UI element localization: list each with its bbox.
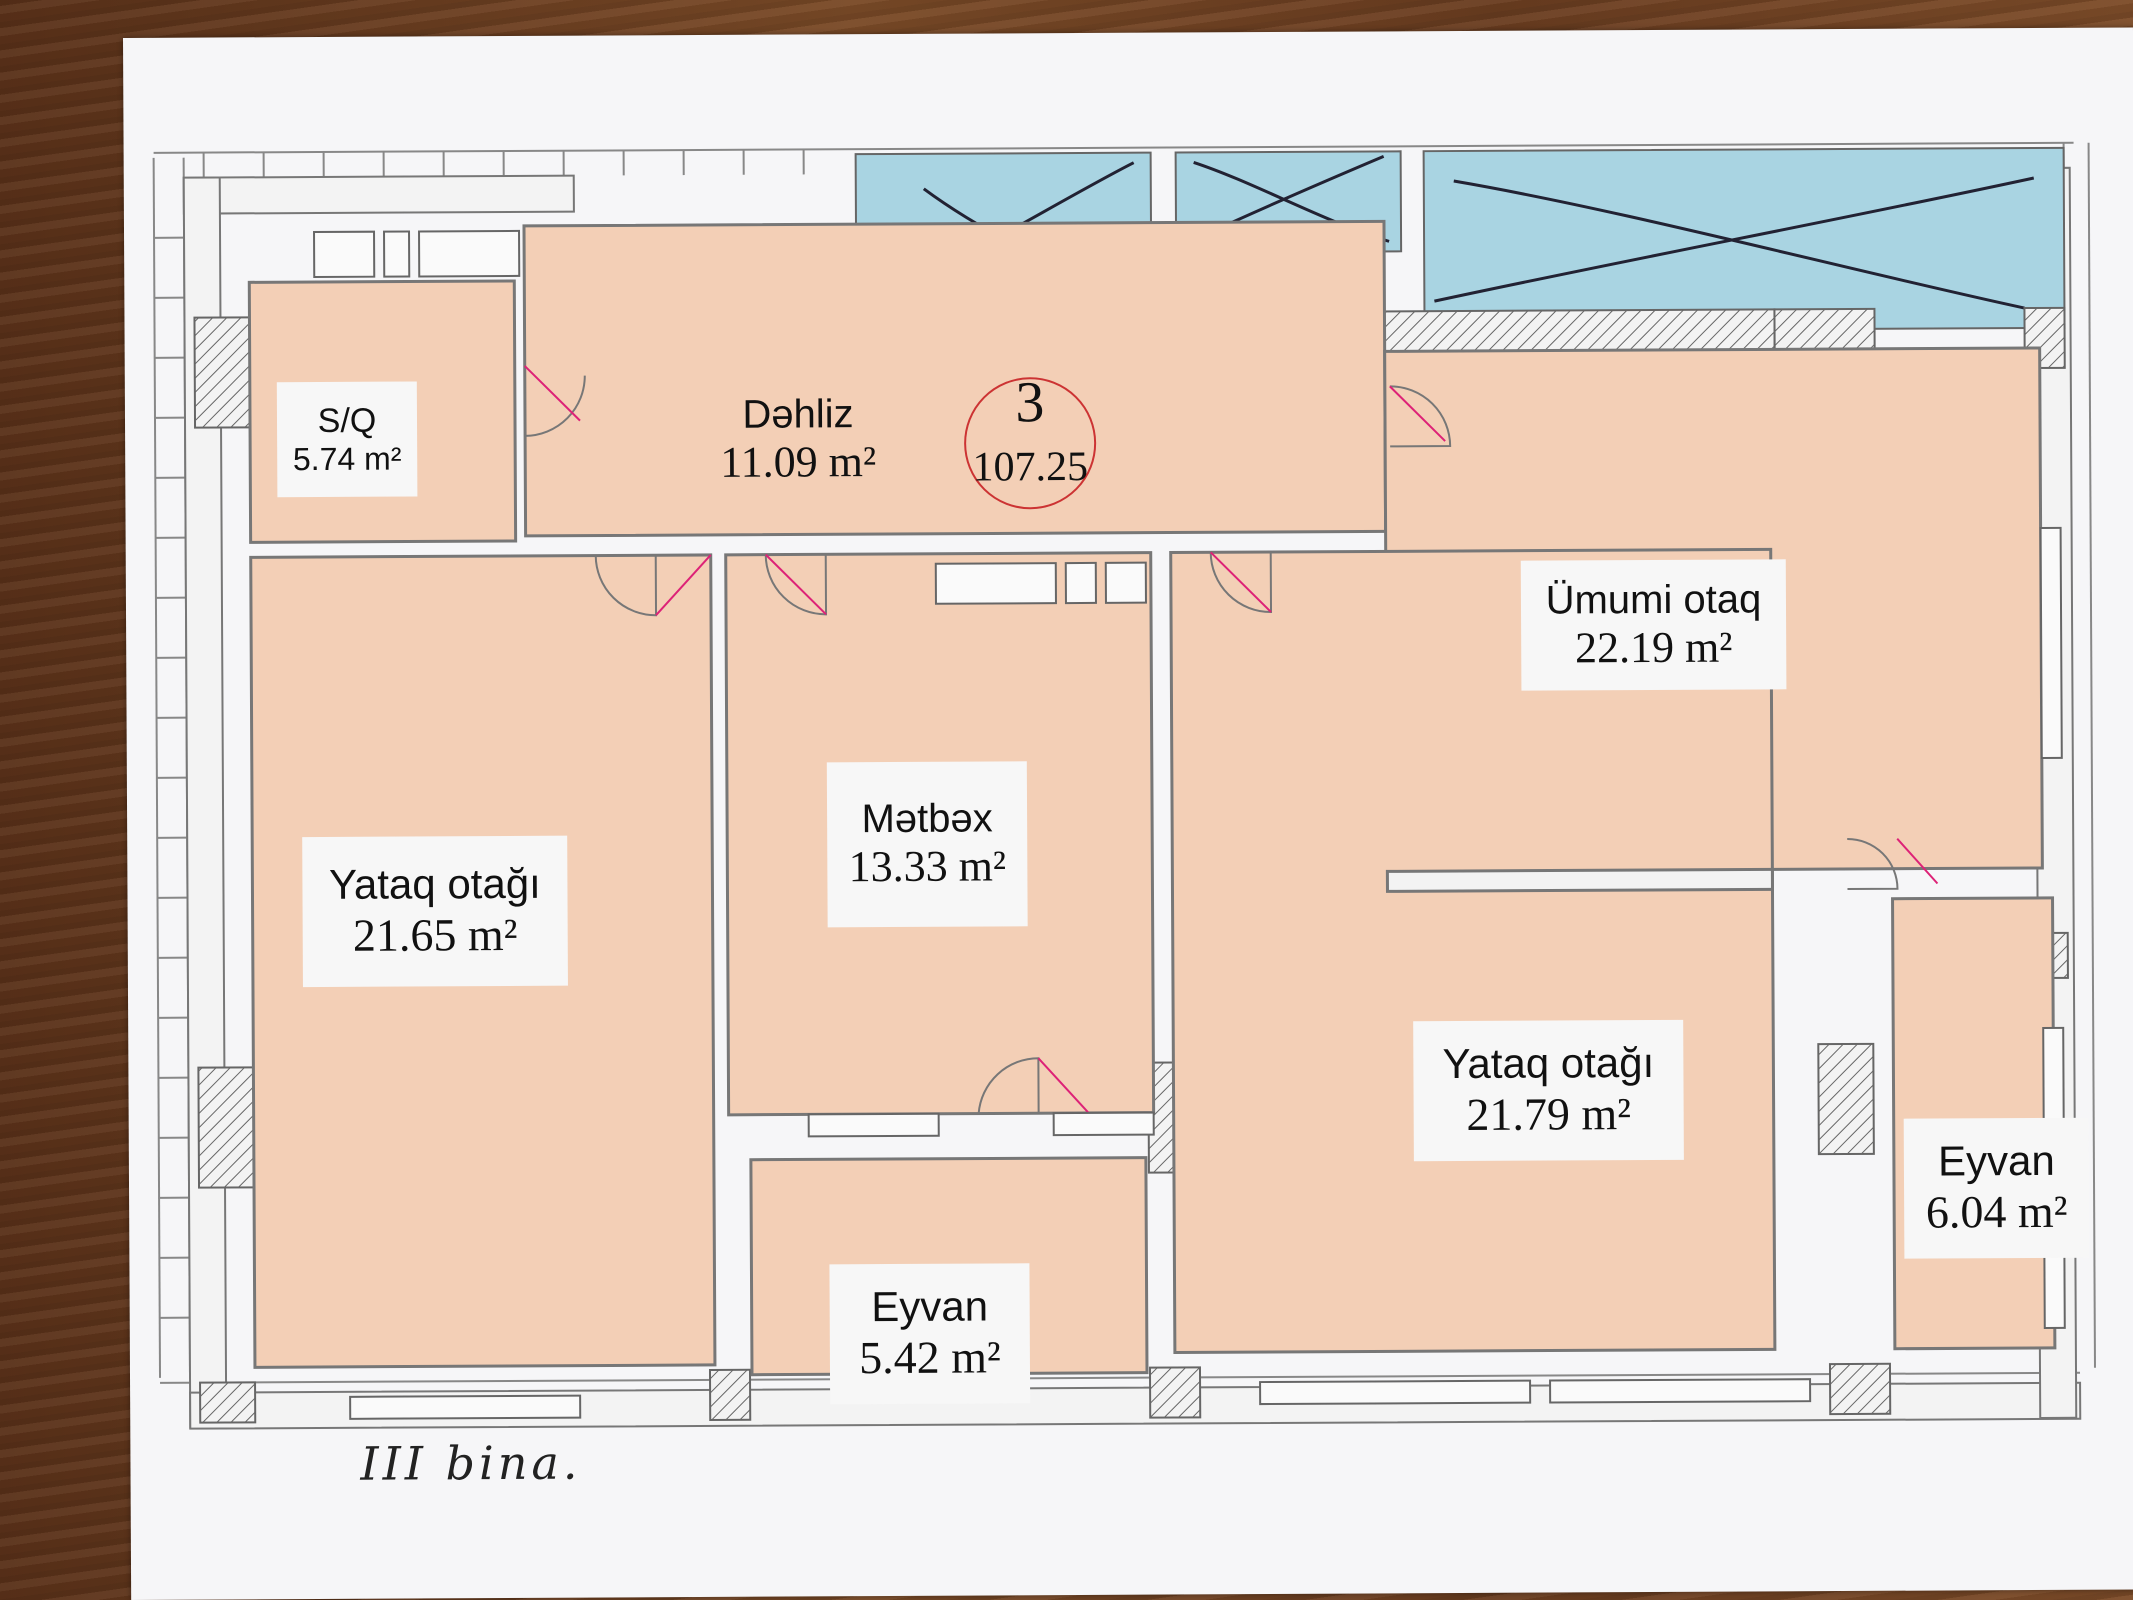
room-name: Yataq otağı xyxy=(328,860,541,909)
room-name: Eyvan xyxy=(1937,1137,2055,1185)
room-area: 11.09 m² xyxy=(720,436,877,487)
doors xyxy=(523,365,1939,1114)
room-label-umumi: Ümumi otaq 22.19 m² xyxy=(1520,559,1787,691)
room-label-eyvan-1: Eyvan 5.42 m² xyxy=(829,1263,1031,1405)
room-label-metbex: Mətbəx 13.33 m² xyxy=(826,761,1028,928)
room-name: Dəhliz xyxy=(742,391,854,437)
room-name: Ümumi otaq xyxy=(1545,577,1762,623)
room-name: S/Q xyxy=(317,401,377,440)
room-umumi-lower-wall xyxy=(1385,867,1774,893)
handwritten-note: III bina. xyxy=(360,1435,582,1491)
room-area: 6.04 m² xyxy=(1925,1185,2068,1238)
floor-plan-paper: 3 107.25 S/Q 5.74 m² Dəhliz 11.09 m² Ümu… xyxy=(123,27,2133,1600)
room-area: 21.65 m² xyxy=(352,908,518,961)
room-area: 22.19 m² xyxy=(1574,622,1733,673)
room-area: 5.74 m² xyxy=(292,440,402,477)
room-name: Mətbəx xyxy=(861,796,993,842)
room-name: Eyvan xyxy=(871,1282,989,1331)
room-label-yataq-1: Yataq otağı 21.65 m² xyxy=(302,835,568,988)
room-label-dehliz: Dəhliz 11.09 m² xyxy=(693,364,904,515)
room-label-eyvan-2: Eyvan 6.04 m² xyxy=(1903,1117,2090,1259)
windows xyxy=(313,229,2066,1420)
apartment-total-area: 107.25 xyxy=(972,443,1089,491)
room-area: 21.79 m² xyxy=(1466,1087,1632,1140)
apartment-badge-circle xyxy=(964,377,1097,510)
room-label-sq: S/Q 5.74 m² xyxy=(276,381,418,498)
room-name: Yataq otağı xyxy=(1442,1039,1655,1088)
room-label-yataq-2: Yataq otağı 21.79 m² xyxy=(1413,1019,1684,1162)
apartment-number: 3 xyxy=(1015,369,1045,435)
room-area: 13.33 m² xyxy=(848,841,1007,892)
room-area: 5.42 m² xyxy=(858,1331,1001,1383)
apartment-badge-svg xyxy=(964,377,1097,510)
